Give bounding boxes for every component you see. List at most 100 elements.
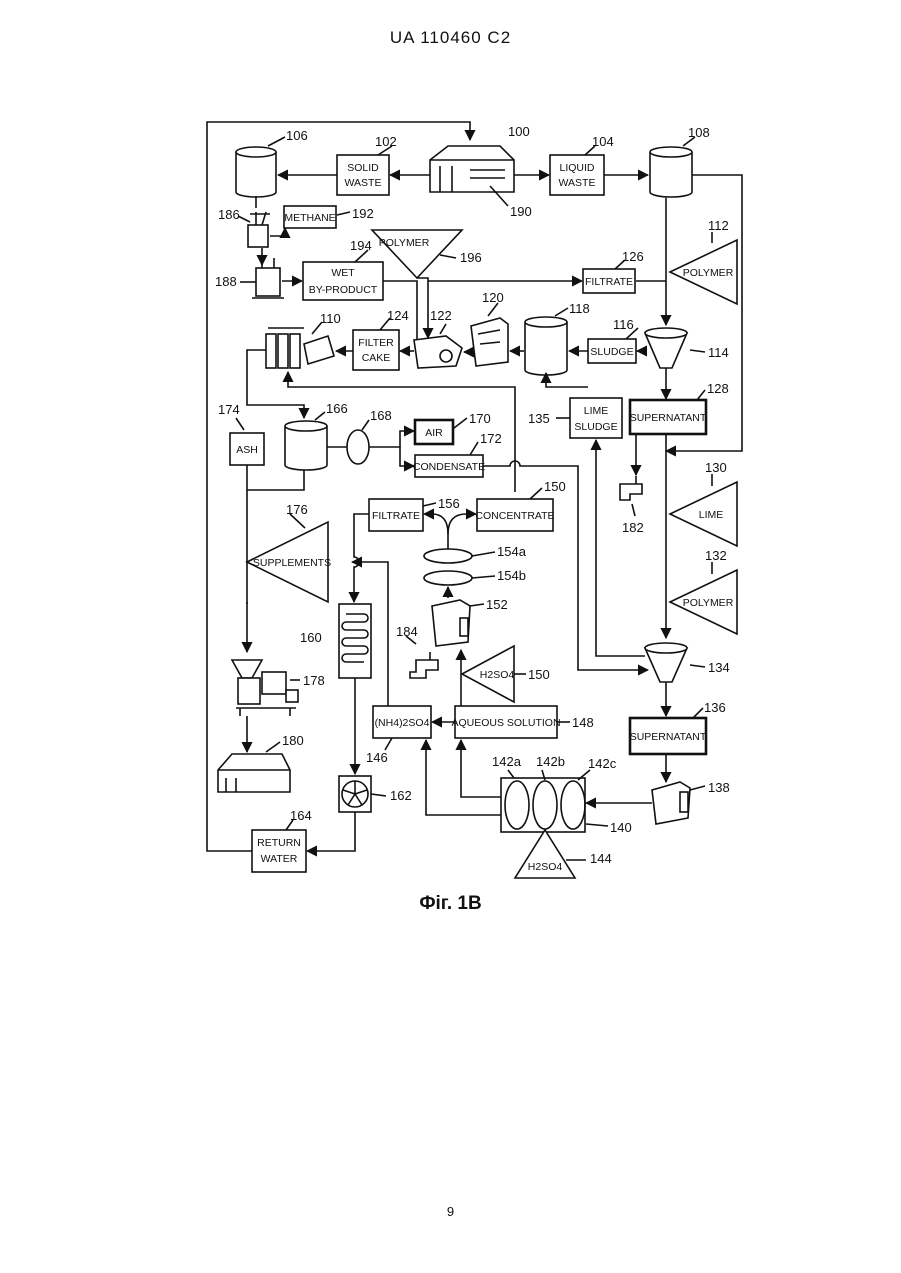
sludge-box: SLUDGE 116 xyxy=(588,317,638,363)
fan-to-return-water xyxy=(307,812,355,851)
tank-166: 166 xyxy=(285,401,348,470)
ref-104: 104 xyxy=(592,134,614,149)
ref-156: 156 xyxy=(438,496,460,511)
ref-135: 135 xyxy=(528,411,550,426)
ref-192: 192 xyxy=(352,206,374,221)
filtrate-126-box: FILTRATE 126 xyxy=(583,249,644,293)
svg-text:FILTRATE: FILTRATE xyxy=(585,276,633,288)
polymer-to-press xyxy=(417,278,428,338)
tank-108: 108 xyxy=(650,125,710,197)
svg-text:WASTE: WASTE xyxy=(559,177,596,189)
svg-text:AQUEOUS SOLUTION: AQUEOUS SOLUTION xyxy=(451,717,560,729)
wet-byproduct-box: WET BY-PRODUCT 194 xyxy=(303,238,383,300)
fan-to-air xyxy=(369,431,414,447)
figure-caption: Фіг. 1B xyxy=(0,893,901,915)
svg-text:BY-PRODUCT: BY-PRODUCT xyxy=(309,284,378,296)
membranes-154: 154a 154b xyxy=(424,544,527,585)
ref-176: 176 xyxy=(286,502,308,517)
fan-168: 168 xyxy=(347,408,392,464)
solid-waste-box: SOLID WASTE 102 xyxy=(337,134,397,195)
faucet-182: 182 xyxy=(620,476,644,535)
ref-130: 130 xyxy=(705,460,727,475)
svg-text:AIR: AIR xyxy=(425,427,443,439)
svg-text:FILTER: FILTER xyxy=(358,337,394,349)
ref-144: 144 xyxy=(590,851,612,866)
ref-184: 184 xyxy=(396,624,418,639)
separator-188: 188 xyxy=(215,258,284,298)
ref-148: 148 xyxy=(572,715,594,730)
ref-182: 182 xyxy=(622,520,644,535)
ref-118: 118 xyxy=(569,301,590,316)
scrubber-140: 142a 142b 142c 140 xyxy=(492,754,632,835)
polymer-triangle-132: POLYMER 132 xyxy=(670,548,737,634)
heat-exchanger-160: 160 xyxy=(300,604,371,678)
svg-text:POLYMER: POLYMER xyxy=(683,597,734,609)
ref-114: 114 xyxy=(708,345,729,360)
ref-146: 146 xyxy=(366,750,388,765)
aqueous-solution-box: AQUEOUS SOLUTION 148 xyxy=(451,706,593,738)
ref-108: 108 xyxy=(688,125,710,140)
ref-112: 112 xyxy=(708,218,729,233)
farm-barn-100: 100 190 xyxy=(430,124,532,219)
svg-text:CAKE: CAKE xyxy=(362,352,391,364)
ref-120: 120 xyxy=(482,290,504,305)
ref-164: 164 xyxy=(290,808,312,823)
filtrate-to-heat-exchanger xyxy=(354,514,369,602)
ref-128: 128 xyxy=(707,381,729,396)
clarifier-134: 134 xyxy=(645,643,730,690)
ref-186: 186 xyxy=(218,207,240,222)
ref-170: 170 xyxy=(469,411,491,426)
digester-186: 186 xyxy=(218,207,270,247)
svg-text:SLUDGE: SLUDGE xyxy=(574,421,617,433)
svg-text:METHANE: METHANE xyxy=(284,212,335,224)
ref-196: 196 xyxy=(460,250,482,265)
concentrate-box: CONCENTRATE 150 xyxy=(475,479,565,531)
ref-136: 136 xyxy=(704,700,726,715)
ref-150-concentrate: 150 xyxy=(544,479,566,494)
press-122: 122 xyxy=(414,308,462,368)
cooling-fan-162: 162 xyxy=(339,776,412,812)
svg-text:LIME: LIME xyxy=(584,405,609,417)
lime-sludge-box: LIME SLUDGE 135 xyxy=(528,398,622,438)
tank-106: 106 xyxy=(236,128,308,197)
return-water-box: RETURN WATER 164 xyxy=(252,808,312,872)
fan-to-condensate xyxy=(400,447,414,466)
svg-text:SOLID: SOLID xyxy=(347,162,379,174)
svg-text:(NH4)2SO4: (NH4)2SO4 xyxy=(375,717,430,729)
svg-text:SUPPLEMENTS: SUPPLEMENTS xyxy=(253,557,331,569)
h2so4-triangle-150: H2SO4 150 xyxy=(462,646,550,702)
filter-cake-box: FILTER CAKE 124 xyxy=(353,308,409,370)
mill-178: 178 xyxy=(232,660,325,716)
polymer-112-triangle: POLYMER 112 xyxy=(670,218,737,304)
ref-126: 126 xyxy=(622,249,644,264)
ref-142c: 142c xyxy=(588,756,617,771)
ref-110: 110 xyxy=(320,311,341,326)
ref-102: 102 xyxy=(375,134,397,149)
page-number: 9 xyxy=(0,1204,901,1219)
svg-text:WET: WET xyxy=(331,267,355,279)
lime-triangle-130: LIME 130 xyxy=(670,460,737,546)
svg-text:CONCENTRATE: CONCENTRATE xyxy=(475,510,554,522)
ref-154b: 154b xyxy=(497,568,526,583)
ref-100: 100 xyxy=(508,124,530,139)
svg-text:H2SO4: H2SO4 xyxy=(480,669,515,681)
liquid-waste-box: LIQUID WASTE 104 xyxy=(550,134,614,195)
ref-116: 116 xyxy=(613,317,634,332)
methane-box: METHANE 192 xyxy=(284,206,374,228)
ref-172: 172 xyxy=(480,431,502,446)
ref-138: 138 xyxy=(708,780,730,795)
tank-118: 118 xyxy=(525,301,590,375)
svg-text:H2SO4: H2SO4 xyxy=(528,861,563,873)
scrubber-to-ammonium-sulfate xyxy=(426,740,501,815)
svg-text:WASTE: WASTE xyxy=(345,177,382,189)
ref-178: 178 xyxy=(303,673,325,688)
supplements-triangle: SUPPLEMENTS 176 xyxy=(247,502,331,602)
ref-132: 132 xyxy=(705,548,727,563)
ref-174: 174 xyxy=(218,402,240,417)
ref-106: 106 xyxy=(286,128,308,143)
ref-194: 194 xyxy=(350,238,372,253)
ref-142a: 142a xyxy=(492,754,522,769)
ref-160: 160 xyxy=(300,630,322,645)
svg-text:LIME: LIME xyxy=(699,509,724,521)
